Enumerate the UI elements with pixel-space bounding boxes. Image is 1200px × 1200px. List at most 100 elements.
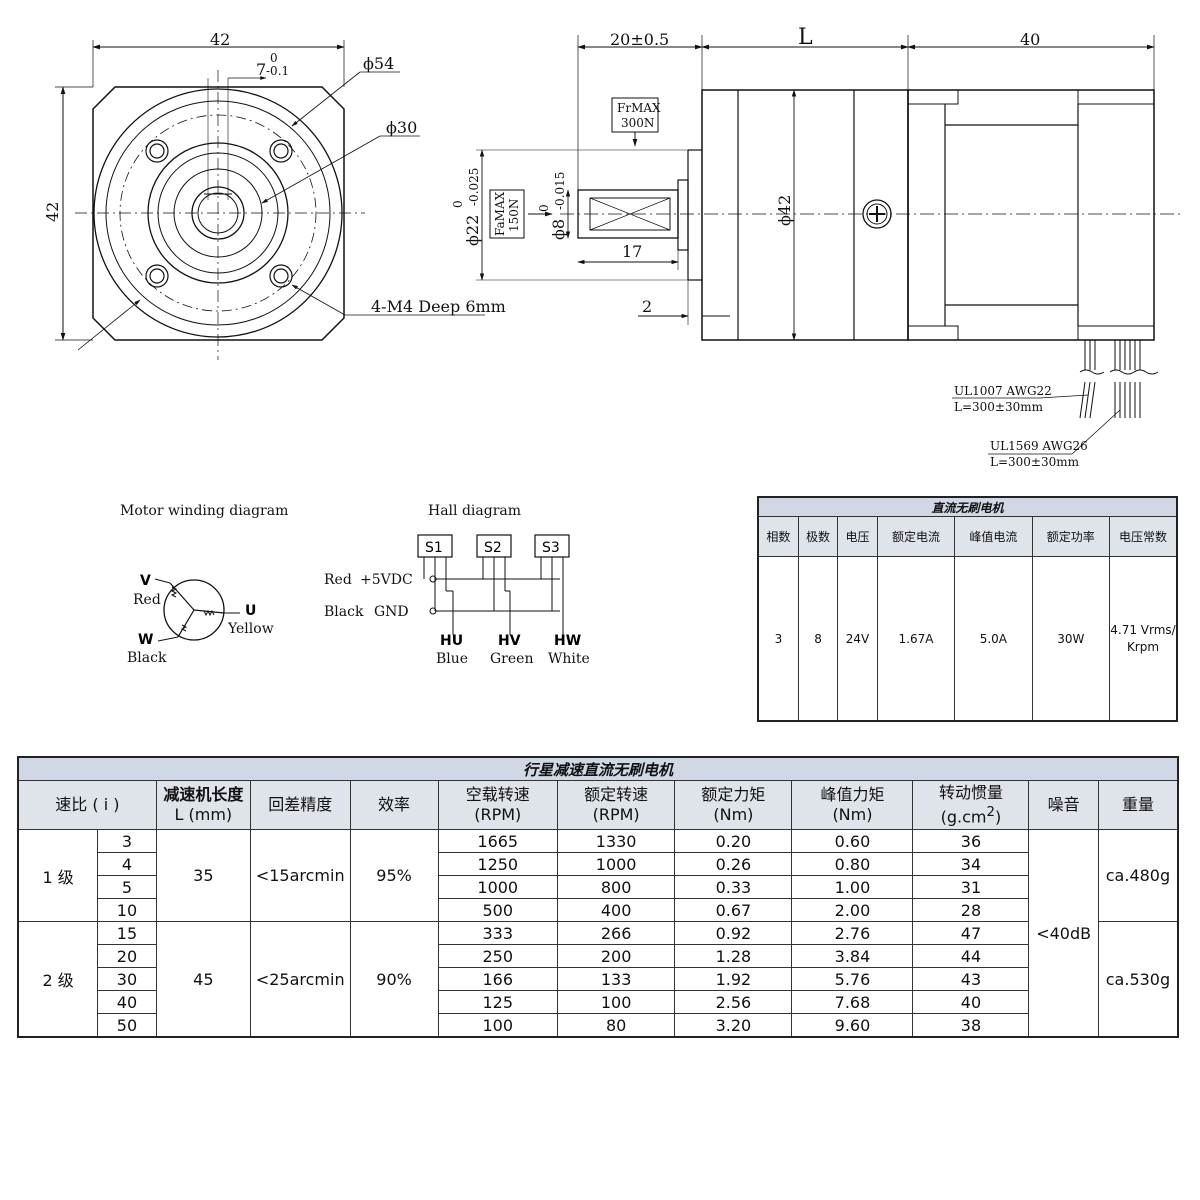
winding-u-label: U [245,603,256,619]
rtorque-cell: 1.28 [674,944,793,968]
rated-cell: 1330 [556,829,676,853]
dim-phi8-tol-lower: -0.015 [553,172,567,210]
winding-v-label: V [140,573,151,589]
hall-hw: HW [554,633,581,649]
hall-hw-color: White [548,651,590,667]
ratio-cell: 10 [97,898,157,922]
dim-phi30: ϕ30 [386,118,417,137]
header-efficiency: 效率 [349,780,439,830]
ptorque-cell: 3.84 [791,944,914,968]
flange-outline [92,86,345,341]
motor-header-cell: 额定电流 [876,516,956,558]
gear-table-body: 1 级 3 35 <15arcmin 95% 1665 1330 0.20 0.… [17,829,1179,1038]
motor-header-cell: 电压常数 [1109,516,1178,558]
hole-note: 4-M4 Deep 6mm [371,297,506,316]
noload-cell: 333 [437,921,558,945]
winding-w-color: Black [127,650,167,666]
cable1-spec: UL1007 AWG22 [954,384,1052,398]
winding-v-color: Red [133,592,161,608]
cable1-len: L=300±30mm [954,400,1044,414]
dim-width: 42 [210,30,230,49]
hall-black-label: Black [324,604,364,620]
table-row: 2 级 15 45 <25arcmin 90% 333 266 0.92 2.7… [17,921,1179,1038]
header-rated-torque: 额定力矩(Nm) [674,780,793,830]
inertia-cell: 28 [912,898,1030,922]
frmax-value: 300N [621,116,654,130]
dim-key-len: 17 [622,242,642,261]
hall-s3: S3 [542,540,560,556]
table-row: 30 166 133 1.92 5.76 43 [18,967,1178,991]
header-peak-torque: 峰值力矩(Nm) [791,780,914,830]
motor-header-cell: 额定功率 [1031,516,1111,558]
front-view-drawing: 42 7 0 -0.1 ϕ54 ϕ30 42 4-M4 Deep 6mm [43,30,506,360]
inertia-cell: 44 [912,944,1030,968]
motor-value-cell: 5.0A [954,556,1033,722]
motor-header-cell: 相数 [757,516,799,558]
rtorque-cell: 0.20 [674,829,793,853]
hall-gnd-label: GND [374,604,409,620]
cable-wires [1079,340,1159,419]
rated-cell: 80 [556,1013,676,1038]
header-ratio: 速比 ( i ) [17,780,157,830]
noload-cell: 1250 [437,852,558,876]
ptorque-cell: 5.76 [791,967,914,991]
stage1-backlash: <15arcmin [249,829,351,922]
dim-flange: 2 [642,297,652,316]
noload-cell: 125 [437,990,558,1014]
motor-value-cell: 24V [837,556,878,722]
hall-s1: S1 [425,540,443,556]
dim-phi22-tol-lower: -0.025 [467,168,481,206]
motor-spec-table: 直流无刷电机 相数 极数 电压 额定电流 峰值电流 额定功率 电压常数 3 8 … [757,496,1178,722]
noload-cell: 500 [437,898,558,922]
table-row: 40 125 100 2.56 7.68 40 [18,990,1178,1014]
dim-phi54: ϕ54 [363,54,394,73]
rated-cell: 200 [556,944,676,968]
dim-key-tol-lower: -0.1 [266,64,289,78]
winding-diagram: Motor winding diagram V Red U Yellow W B… [120,503,288,666]
table-row: 50 100 80 3.20 9.60 38 [18,1013,1178,1038]
ratio-cell: 15 [97,921,157,945]
header-rated-speed: 额定转速(RPM) [556,780,676,830]
dim-key: 7 [256,60,266,79]
cable2-len: L=300±30mm [990,455,1080,469]
noload-cell: 166 [437,967,558,991]
gear-table-title: 行星减速直流无刷电机 [17,756,1179,781]
noload-cell: 100 [437,1013,558,1038]
motor-value-cell: 30W [1031,556,1111,722]
header-noload-speed: 空载转速(RPM) [437,780,558,830]
winding-w-label: W [138,632,153,648]
header-inertia: 转动惯量(g.cm2) [912,780,1030,830]
hall-title: Hall diagram [428,503,521,519]
dim-phi8-tol-upper: 0 [537,204,551,212]
stage1-length: 35 [155,829,251,922]
stage1-weight: ca.480g [1097,829,1179,922]
table-row: 5 1000 800 0.33 1.00 31 [18,875,1178,899]
motor-header-cell: 极数 [797,516,839,558]
dim-key-tol-upper: 0 [270,51,278,65]
ratio-cell: 20 [97,944,157,968]
rated-cell: 133 [556,967,676,991]
table-row: 1 级 3 35 <15arcmin 95% 1665 1330 0.20 0.… [17,829,1179,1038]
noload-cell: 1665 [437,829,558,853]
dim-phi8: ϕ8 [549,219,568,240]
dim-phi22: ϕ22 [463,215,482,246]
ptorque-cell: 2.00 [791,898,914,922]
famax-value: 150N [507,199,521,232]
rtorque-cell: 1.92 [674,967,793,991]
ptorque-cell: 1.00 [791,875,914,899]
inertia-cell: 31 [912,875,1030,899]
rated-cell: 1000 [556,852,676,876]
frmax-label: FrMAX [617,101,661,115]
motor-header-cell: 峰值电流 [954,516,1033,558]
inertia-cell: 47 [912,921,1030,945]
dim-height: 42 [43,202,62,222]
stage2-label: 2 级 [17,921,99,1038]
hall-vdc-label: +5VDC [360,572,413,588]
rtorque-cell: 0.67 [674,898,793,922]
stage1-label: 1 级 [17,829,99,922]
ratio-cell: 40 [97,990,157,1014]
table-row: 4 1250 1000 0.26 0.80 34 [18,852,1178,876]
rtorque-cell: 0.92 [674,921,793,945]
noise-cell: <40dB [1028,829,1099,1038]
